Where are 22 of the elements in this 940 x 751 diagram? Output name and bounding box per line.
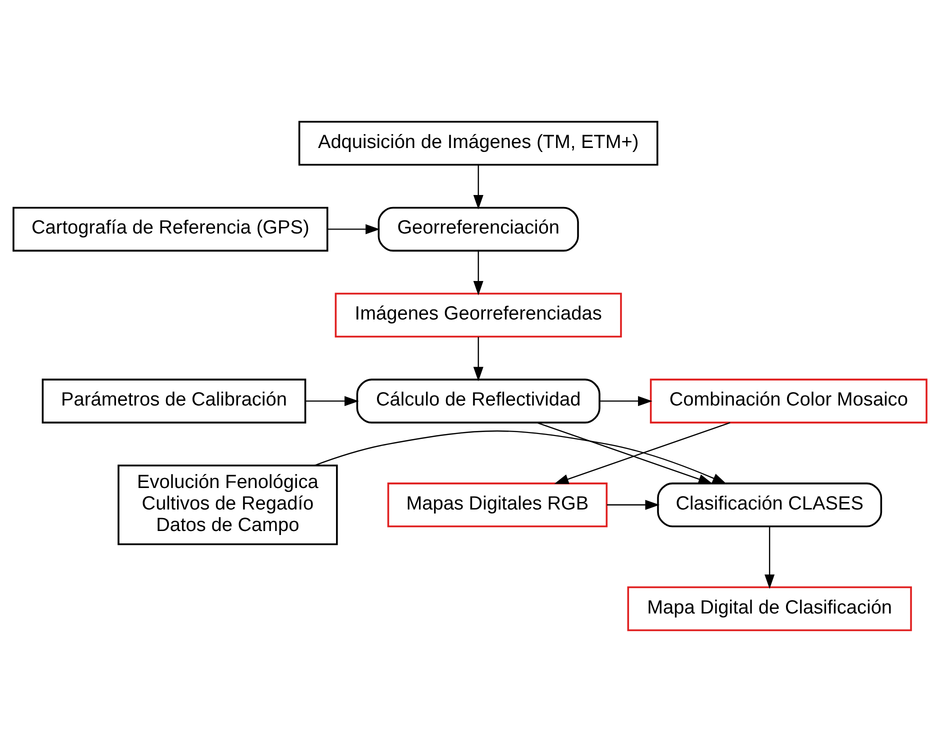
arrow [314,430,727,484]
node-box: Adquisición de Imágenes (TM, ETM+) [298,120,658,166]
arrow [305,396,359,406]
node-box: Clasificación CLASES [657,482,882,527]
node-box: Evolución Fenológica Cultivos de Regadío Datos de Campo [118,464,338,545]
node-box: Combinación Color Mosaico [650,378,928,423]
node-box: Parámetros de Calibración [42,378,306,423]
arrow [473,336,484,381]
arrow [327,224,380,234]
node-box: Mapas Digitales RGB [387,482,608,527]
arrow [606,499,660,510]
arrow [473,164,484,209]
arrow [473,250,484,295]
arrow [554,422,730,484]
node-box: Imágenes Georreferenciadas [334,292,622,337]
node-box: Cartografía de Referencia (GPS) [12,206,328,252]
node-box: Georreferenciación [378,206,579,252]
arrow [536,422,713,484]
arrow [600,396,652,406]
node-box: Cálculo de Reflectividad [356,378,600,423]
arrow [764,526,775,588]
node-box: Mapa Digital de Clasificación [627,586,912,631]
